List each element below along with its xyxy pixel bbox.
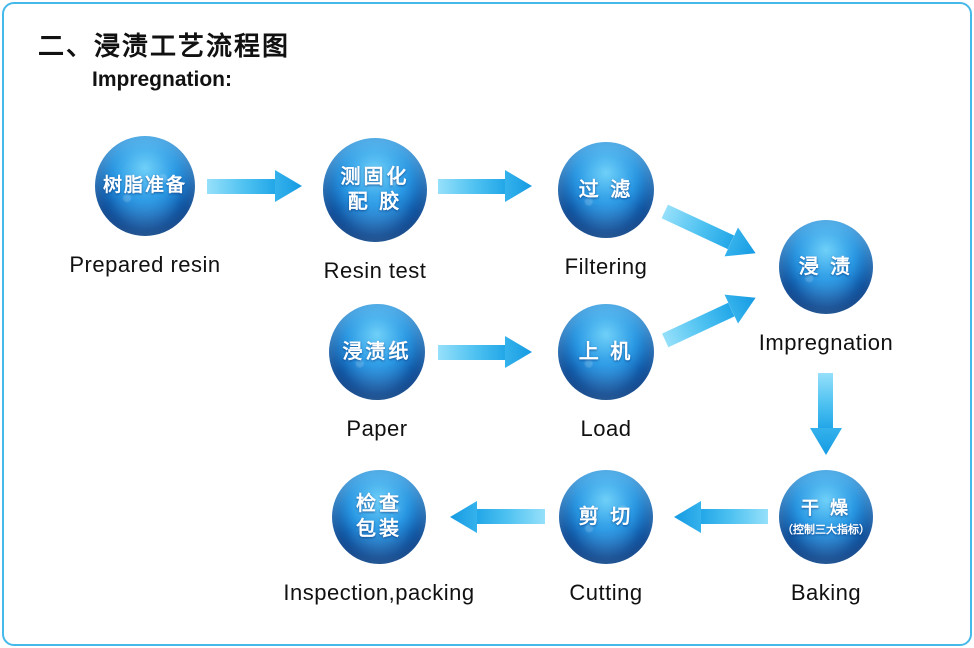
page-title: 二、浸渍工艺流程图 <box>38 31 291 61</box>
baking-zh-label: 干 燥 <box>800 497 851 518</box>
cutting-sphere: 剪 切 <box>559 470 653 564</box>
arrow-shaft <box>701 509 768 525</box>
paper-en-label: Paper <box>346 416 408 441</box>
page-subtitle: Impregnation: <box>92 68 232 91</box>
filtering-en-label: Filtering <box>564 254 648 279</box>
load-zh-label: 上 机 <box>578 340 634 363</box>
arrow-head <box>505 170 532 202</box>
prepared-resin-zh-label: 树脂准备 <box>102 175 187 197</box>
prepared-resin-sphere: 树脂准备 <box>95 136 195 236</box>
paper-sphere: 浸渍纸 <box>329 304 425 400</box>
baking-zh-sub-label: （控制三大指标） <box>782 524 870 537</box>
arrow-shaft <box>207 178 275 194</box>
inspection-packing-sphere: 检查 包装 <box>332 470 426 564</box>
arrow-impregnation-to-baking <box>810 373 842 455</box>
load-sphere: 上 机 <box>558 304 654 400</box>
flow-node-cutting: 剪 切 Cutting <box>496 470 716 606</box>
impregnation-sphere: 浸 渍 <box>779 220 873 314</box>
arrow-head <box>275 170 302 202</box>
load-en-label: Load <box>580 416 632 441</box>
baking-sphere: 干 燥 （控制三大指标） <box>779 470 873 564</box>
arrow-head <box>450 501 477 533</box>
flow-node-baking: 干 燥 （控制三大指标） Baking <box>716 470 936 606</box>
arrow-paper-to-load <box>438 336 532 368</box>
flow-node-prepared-resin: 树脂准备 Prepared resin <box>35 136 255 278</box>
flow-node-load: 上 机 Load <box>496 304 716 442</box>
cutting-zh-label: 剪 切 <box>578 505 634 528</box>
impregnation-zh-label: 浸 渍 <box>798 255 854 278</box>
arrow-cutting-to-inspection <box>450 501 545 533</box>
flow-node-filtering: 过 滤 Filtering <box>496 142 716 280</box>
flow-node-inspection-packing: 检查 包装 Inspection,packing <box>259 470 499 606</box>
arrow-baking-to-cutting <box>674 501 768 533</box>
resin-test-en-label: Resin test <box>323 258 427 283</box>
inspection-packing-zh-label: 检查 包装 <box>356 493 402 540</box>
flow-node-impregnation: 浸 渍 Impregnation <box>716 220 936 356</box>
paper-zh-label: 浸渍纸 <box>342 340 412 363</box>
baking-en-label: Baking <box>790 580 862 605</box>
arrow-head <box>810 428 842 455</box>
arrow-head <box>674 501 701 533</box>
arrow-shaft <box>818 373 834 428</box>
filtering-sphere: 过 滤 <box>558 142 654 238</box>
arrow-shaft <box>438 178 505 194</box>
resin-test-zh-label: 测固化 配 胶 <box>340 166 410 213</box>
cutting-en-label: Cutting <box>569 580 643 605</box>
arrow-resin-test-to-filtering <box>438 170 532 202</box>
resin-test-sphere: 测固化 配 胶 <box>323 138 427 242</box>
flow-node-resin-test: 测固化 配 胶 Resin test <box>265 138 485 284</box>
arrow-head <box>505 336 532 368</box>
filtering-zh-label: 过 滤 <box>578 178 634 201</box>
arrow-prepared-resin-to-resin-test <box>207 170 302 202</box>
prepared-resin-en-label: Prepared resin <box>69 252 221 277</box>
inspection-packing-en-label: Inspection,packing <box>283 580 475 605</box>
flow-node-paper: 浸渍纸 Paper <box>267 304 487 442</box>
arrow-shaft <box>477 509 545 525</box>
impregnation-en-label: Impregnation <box>758 330 894 355</box>
arrow-shaft <box>438 344 505 360</box>
